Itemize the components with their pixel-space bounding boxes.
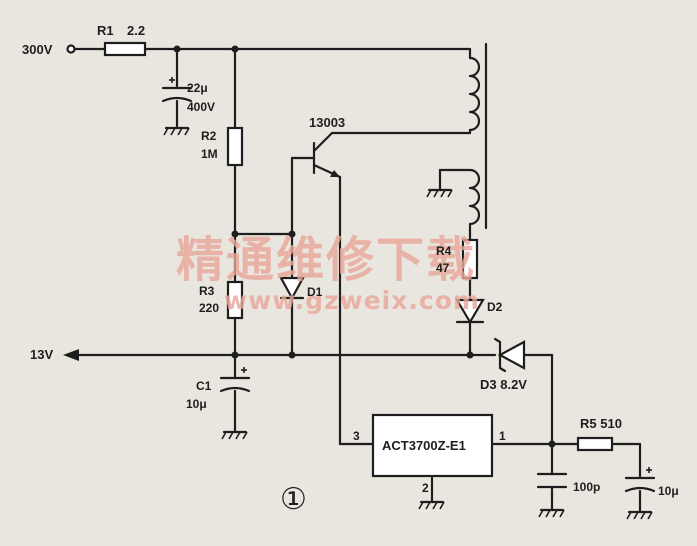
label-transistor: 13003 <box>309 115 345 130</box>
ic-act3700z <box>371 413 494 478</box>
ground-symbol <box>426 188 453 198</box>
junction-dot <box>231 45 239 53</box>
label-cap-100p: 100p <box>573 480 600 494</box>
label-cap-input-value: 22μ <box>187 81 208 95</box>
label-cap-out: 10μ <box>658 484 679 498</box>
label-ic-pin2: 2 <box>422 481 429 495</box>
capacitor-22u <box>161 77 193 103</box>
junction-dot <box>548 440 556 448</box>
resistor-r5 <box>576 436 614 452</box>
output-arrow <box>63 349 79 361</box>
junction-dot <box>288 351 296 359</box>
label-r4-name: R4 <box>436 244 452 258</box>
label-c1-value: 10μ <box>186 397 207 411</box>
input-terminal <box>66 44 76 54</box>
label-r2-value: 1M <box>201 147 218 161</box>
figure-number: ① <box>280 482 307 517</box>
capacitor-100p <box>536 472 568 489</box>
capacitor-c1 <box>219 367 251 393</box>
label-d3: D3 8.2V <box>480 377 527 392</box>
capacitor-out-10u <box>624 467 656 493</box>
ground-symbol <box>418 500 445 510</box>
diode-d2 <box>455 298 485 325</box>
junction-dot <box>173 45 181 53</box>
watermark-url: www.gzweix.com <box>224 286 480 315</box>
ground-symbol <box>538 508 565 518</box>
resistor-r3 <box>226 280 244 320</box>
junction-dot <box>288 230 296 238</box>
label-c1-name: C1 <box>196 379 212 393</box>
label-cap-input-voltage: 400V <box>187 100 215 114</box>
transistor-13003 <box>312 131 342 179</box>
label-d1: D1 <box>307 285 323 299</box>
ground-symbol <box>221 430 248 440</box>
label-ic: ACT3700Z-E1 <box>382 438 466 453</box>
watermark-chinese: 精通维修下载 <box>176 232 476 288</box>
junction-dot <box>231 230 239 238</box>
label-ic-pin3: 3 <box>353 429 360 443</box>
wires <box>73 47 642 514</box>
zener-diode-d3 <box>493 337 526 373</box>
resistor-r1 <box>103 41 147 57</box>
label-r3-name: R3 <box>199 284 215 298</box>
label-d2: D2 <box>487 300 503 314</box>
transformer <box>468 42 488 230</box>
junction-dot <box>466 351 474 359</box>
label-r3-value: 220 <box>199 301 219 315</box>
label-r5: R5 510 <box>580 416 622 431</box>
label-r1-name: R1 <box>97 23 114 38</box>
diode-d1 <box>279 276 305 301</box>
label-input-voltage: 300V <box>22 42 53 57</box>
label-output-voltage: 13V <box>30 347 53 362</box>
ground-symbol <box>626 510 653 520</box>
label-ic-pin1: 1 <box>499 429 506 443</box>
label-r1-value: 2.2 <box>127 23 145 38</box>
resistor-r4 <box>461 238 479 280</box>
resistor-r2 <box>226 126 244 167</box>
label-r4-value: 47 <box>436 261 450 275</box>
junction-dot <box>231 351 239 359</box>
label-r2-name: R2 <box>201 129 217 143</box>
ground-symbol <box>163 126 190 136</box>
